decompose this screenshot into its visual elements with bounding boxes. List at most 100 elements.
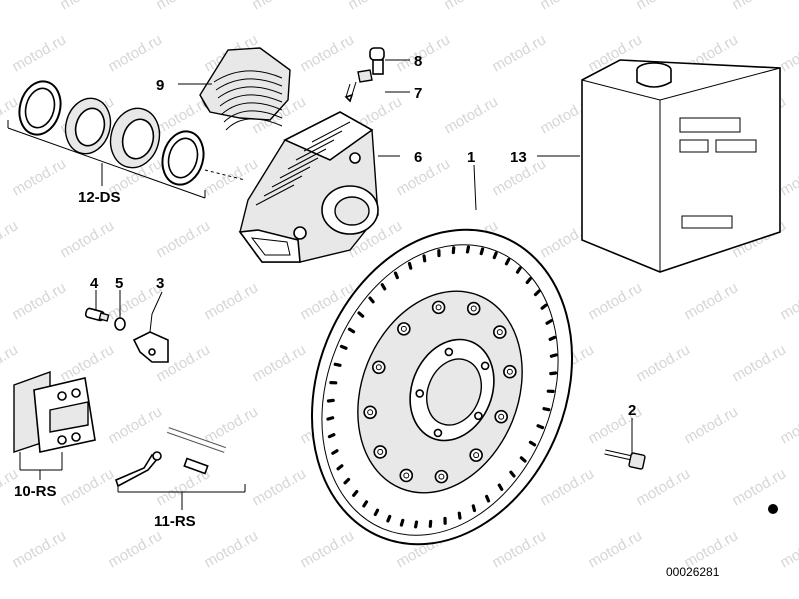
vent-hole	[509, 470, 516, 478]
rivet	[434, 469, 449, 484]
vent-hole	[422, 254, 427, 263]
watermark-text: motod.ru	[201, 403, 261, 447]
rivet	[466, 301, 481, 316]
vent-hole	[368, 296, 375, 304]
caliper-rib	[303, 130, 343, 152]
watermark-text: motod.ru	[105, 31, 165, 75]
pad-pins-and-clips	[115, 427, 226, 488]
watermark-text: motod.ru	[681, 279, 741, 323]
callout-6: 6	[414, 149, 422, 166]
watermark-text: motod.ru	[297, 31, 357, 75]
callout-4: 4	[90, 275, 99, 292]
vent-hole	[343, 477, 351, 485]
rivet-center	[403, 472, 410, 479]
watermark-text: motod.ru	[585, 527, 645, 571]
watermark-text: motod.ru	[249, 341, 309, 385]
watermark-text: motod.ru	[633, 0, 693, 13]
vent-hole	[549, 371, 558, 376]
watermark-text: motod.ru	[0, 0, 21, 13]
vent-hole	[548, 335, 557, 341]
vent-hole	[327, 433, 336, 439]
vent-hole	[386, 514, 392, 523]
vent-hole	[329, 381, 338, 385]
watermark-text: motod.ru	[297, 527, 357, 571]
vent-hole	[451, 246, 456, 255]
vent-hole	[373, 508, 380, 517]
rivet-center	[506, 368, 513, 375]
caliper-rib	[263, 175, 303, 197]
callout-2: 2	[628, 402, 636, 419]
vent-hole	[545, 319, 553, 325]
vent-hole	[326, 398, 335, 403]
rivet	[399, 468, 414, 483]
watermark-text: motod.ru	[9, 155, 69, 199]
vent-hole	[525, 277, 532, 285]
vent-hole	[362, 500, 369, 508]
watermark-text: motod.ru	[681, 403, 741, 447]
vent-hole	[407, 261, 413, 270]
watermark-text: motod.ru	[489, 31, 549, 75]
watermark-text: motod.ru	[201, 527, 261, 571]
watermark-text: motod.ru	[249, 0, 309, 13]
caliper-cooling-ribs	[255, 121, 351, 206]
watermark-text: motod.ru	[57, 341, 117, 385]
caliper-rubber-cover	[199, 47, 291, 131]
watermark-text: motod.ru	[0, 217, 21, 261]
callout-7: 7	[414, 85, 422, 102]
watermark-text: motod.ru	[441, 0, 501, 13]
disc-mounting-bolt	[604, 449, 646, 470]
rivet	[373, 445, 388, 459]
watermark-text: motod.ru	[0, 93, 21, 137]
rivet	[372, 360, 386, 375]
watermark-text: motod.ru	[537, 465, 597, 509]
watermark-text: motod.ru	[105, 403, 165, 447]
rivet-center	[496, 329, 503, 336]
boot-rib	[221, 102, 283, 115]
vent-hole	[471, 504, 477, 513]
watermark-text: motod.ru	[537, 0, 597, 13]
vent-hole	[492, 251, 498, 260]
rivet	[431, 300, 446, 315]
callout-8: 8	[414, 53, 422, 70]
vent-hole	[393, 271, 399, 280]
vent-hole	[542, 407, 551, 412]
rivet	[469, 448, 483, 462]
disc-rivets	[363, 300, 517, 484]
hub-hole	[415, 389, 425, 398]
watermark-text: motod.ru	[441, 93, 501, 137]
watermark-text: motod.ru	[249, 465, 309, 509]
vent-hole	[457, 511, 462, 520]
rubber-cover-ribs	[213, 70, 283, 131]
rivet	[397, 322, 411, 336]
vent-hole	[339, 344, 348, 350]
hub-mounting-holes	[415, 347, 490, 438]
watermark-text: motod.ru	[777, 403, 799, 447]
vent-hole	[519, 456, 527, 463]
boot-rib	[225, 118, 283, 131]
caliper-rib	[271, 166, 311, 188]
watermark-text: motod.ru	[153, 0, 213, 13]
vent-hole	[336, 464, 344, 471]
boot-rib	[217, 86, 283, 99]
vent-hole	[331, 449, 339, 455]
boot-rib	[215, 78, 283, 91]
callout-12-ds: 12-DS	[78, 189, 121, 206]
watermark-text: motod.ru	[9, 527, 69, 571]
watermark-text: motod.ru	[153, 217, 213, 261]
vent-hole	[533, 289, 541, 297]
rivet	[494, 409, 508, 424]
vent-hole	[515, 266, 522, 274]
callout-5: 5	[115, 275, 123, 292]
vent-hole	[497, 483, 504, 491]
rivet-center	[400, 325, 407, 332]
rivet	[503, 364, 517, 379]
caliper-seal-kit	[18, 80, 246, 186]
rivet-center	[438, 473, 445, 480]
caliper-rib	[295, 139, 335, 161]
caliper-rib	[287, 148, 327, 170]
vent-hole	[399, 518, 405, 527]
callout-1: 1	[467, 149, 475, 166]
vent-hole	[380, 283, 387, 291]
